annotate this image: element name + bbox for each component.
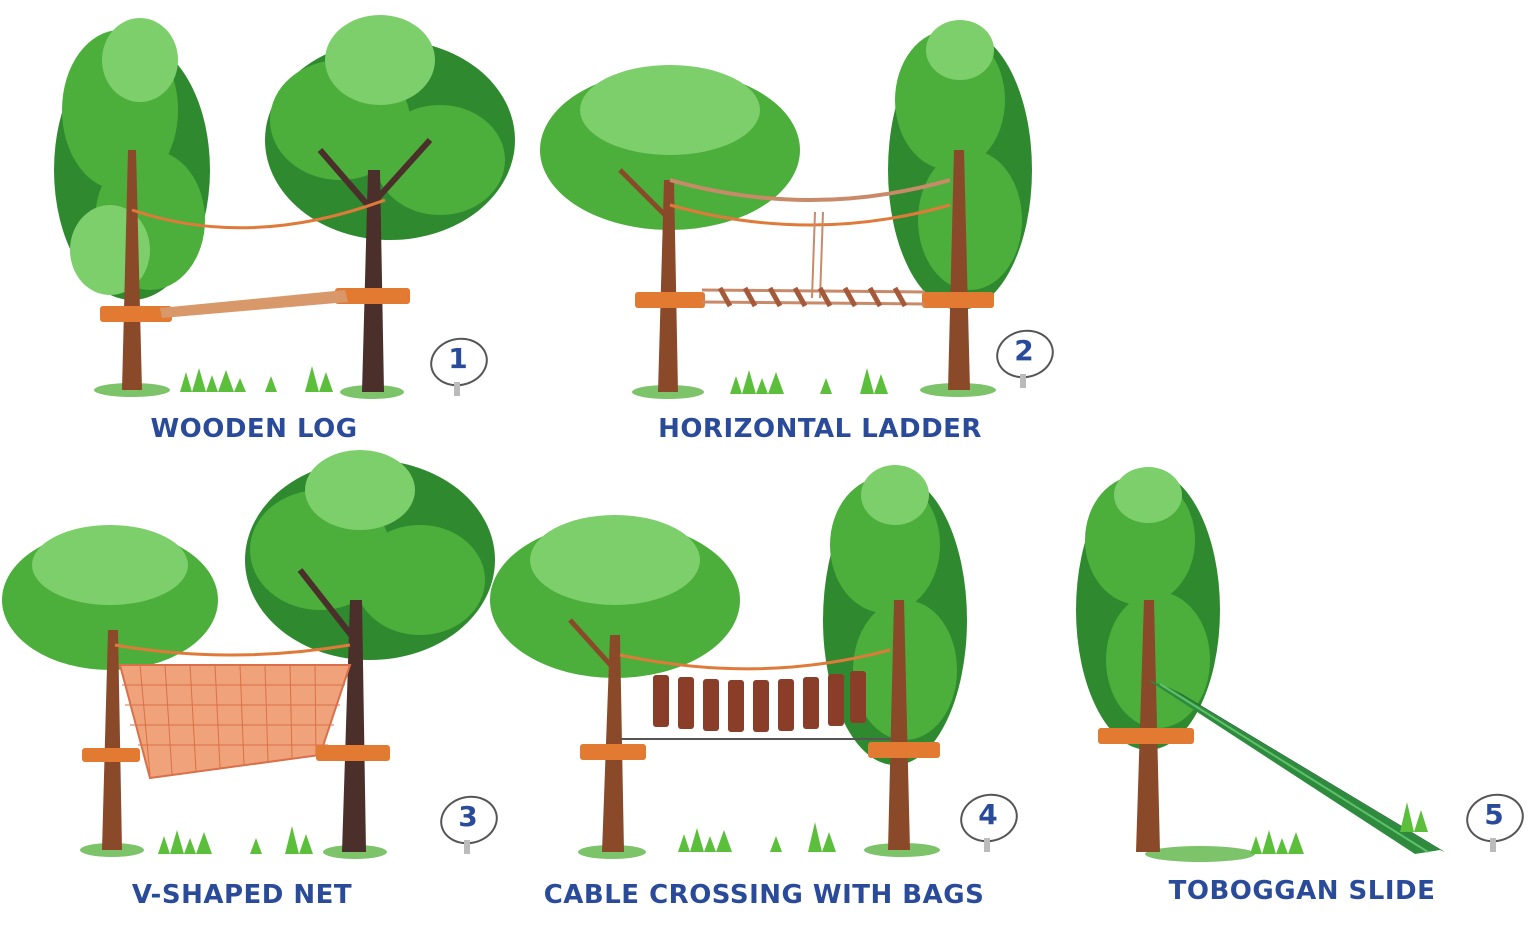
hanging-bags xyxy=(653,671,866,732)
hand-rope xyxy=(669,203,951,227)
grass xyxy=(678,822,836,852)
badge-number: 5 xyxy=(1484,798,1504,831)
panel-v-shaped-net: 3 V-SHAPED NET xyxy=(0,450,510,920)
panel-horizontal-ladder: 2 HORIZONTAL LADDER xyxy=(530,0,1090,450)
round-tree-left xyxy=(2,525,218,850)
cable-crossing-illustration xyxy=(490,465,967,859)
round-tree-left xyxy=(540,65,800,392)
platform-left xyxy=(635,292,705,308)
caption-v-shaped-net: V-SHAPED NET xyxy=(131,880,353,910)
grass xyxy=(158,826,313,854)
platform-left xyxy=(82,748,140,762)
hand-rope xyxy=(131,198,386,230)
caption-wooden-log: WOODEN LOG xyxy=(150,414,358,444)
caption-toboggan-slide: TOBOGGAN SLIDE xyxy=(1168,876,1436,906)
hand-rope xyxy=(619,648,891,671)
number-badge-4: 4 xyxy=(955,788,1023,852)
platform xyxy=(1098,728,1194,744)
number-badge-1: 1 xyxy=(425,332,493,396)
broad-tree-right xyxy=(245,450,495,852)
platform-left xyxy=(100,306,172,322)
net xyxy=(118,664,352,780)
number-badge-3: 3 xyxy=(435,790,503,854)
broad-tree-right xyxy=(265,15,515,392)
badge-number: 1 xyxy=(448,342,468,375)
wooden-log-illustration xyxy=(54,15,515,399)
tall-tree-right xyxy=(823,465,967,850)
caption-cable-crossing-bags: CABLE CROSSING WITH BAGS xyxy=(543,880,985,910)
platform-right xyxy=(335,288,410,304)
panel-toboggan-slide: 5 TOBOGGAN SLIDE xyxy=(1060,450,1530,920)
platform-right xyxy=(868,742,940,758)
horizontal-ladder-illustration xyxy=(540,20,1032,399)
panel-wooden-log: 1 WOODEN LOG xyxy=(0,0,520,450)
badge-number: 2 xyxy=(1014,334,1034,367)
slide xyxy=(1148,680,1445,854)
round-tree-left xyxy=(490,515,740,852)
grass xyxy=(180,366,333,392)
v-shaped-net-illustration xyxy=(2,450,495,859)
grass xyxy=(730,368,888,394)
number-badge-5: 5 xyxy=(1461,788,1529,852)
badge-number: 4 xyxy=(978,798,998,831)
toboggan-slide-illustration xyxy=(1076,467,1445,862)
hand-rope xyxy=(114,643,351,657)
caption-horizontal-ladder: HORIZONTAL LADDER xyxy=(658,414,982,444)
tall-tree-left xyxy=(54,18,210,390)
upper-rope xyxy=(669,178,951,202)
tall-tree xyxy=(1076,467,1220,852)
panel-cable-crossing-bags: 4 CABLE CROSSING WITH BAGS xyxy=(490,450,1050,920)
grass xyxy=(1250,802,1428,854)
tall-tree-right xyxy=(888,20,1032,390)
platform-right xyxy=(316,745,390,761)
ladder xyxy=(701,286,926,308)
platform-left xyxy=(580,744,646,760)
badge-number: 3 xyxy=(458,800,478,833)
platform-right xyxy=(922,292,994,308)
wooden-log xyxy=(160,290,348,318)
number-badge-2: 2 xyxy=(991,324,1059,388)
